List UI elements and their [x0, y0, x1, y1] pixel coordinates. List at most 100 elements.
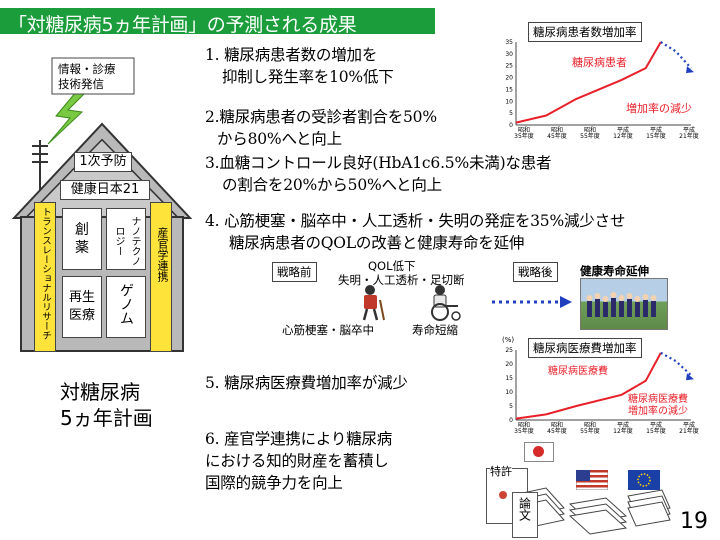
antenna-icon: [32, 57, 135, 190]
item-2-line2: から80%へと向上: [217, 130, 342, 148]
chart-top-title: 糖尿病患者数増加率: [528, 22, 642, 42]
series-line: [515, 352, 662, 420]
paper-stack-icon: [517, 487, 671, 535]
left-caption: 心筋梗塞・脳卒中: [282, 323, 374, 337]
person-cane-icon: [362, 285, 385, 321]
x-tick-label: 15年度: [646, 132, 666, 140]
y-tick-label: 25: [505, 63, 513, 70]
x-tick-label: 45年度: [547, 132, 567, 140]
right-pillar-label: 産官学連携: [156, 227, 169, 282]
x-tick-label: 昭和: [518, 126, 530, 134]
before-strategy-label: 戦略前: [272, 262, 317, 282]
lightning-bolt-icon: [47, 91, 88, 145]
chart-bottom-y-unit: (%): [502, 336, 515, 344]
item-2: 2.糖尿病患者の受診者割合を50% から80%へと向上: [205, 106, 437, 150]
y-tick-label: 10: [505, 389, 513, 396]
x-tick-label: 21年度: [679, 427, 699, 435]
item-6-line1: 6. 産官学連携により糖尿病: [205, 430, 393, 448]
item-2-line1: 2.糖尿病患者の受診者割合を50%: [205, 108, 437, 126]
patent-label: 特許: [490, 463, 512, 479]
x-tick-label: 12年度: [613, 427, 633, 435]
y-tick-label: 30: [505, 51, 513, 58]
x-tick-label: 昭和: [584, 126, 596, 134]
projection-arrowhead: [686, 373, 694, 381]
chart-bottom-series-label: 糖尿病医療費: [548, 366, 608, 377]
y-tick-label: 10: [505, 98, 513, 105]
x-tick-label: 昭和: [551, 126, 563, 134]
left-pillar: トランスレーショナルリサーチ: [34, 202, 56, 352]
x-tick-label: 55年度: [580, 427, 600, 435]
item-3-line1: 3.血糖コントロール良好(HbA1c6.5%未満)な患者: [205, 154, 552, 172]
strategy-arrowhead: [560, 296, 572, 308]
y-tick-label: 0: [509, 122, 513, 129]
y-tick-label: 35: [505, 39, 513, 46]
x-tick-label: 昭和: [584, 421, 596, 429]
x-tick-label: 平成: [650, 126, 662, 134]
item-1: 1. 糖尿病患者数の増加を 抑制し発生率を10%低下: [205, 44, 394, 88]
strategy-illustration: [362, 285, 572, 321]
ribbon-icon: [499, 491, 507, 499]
antenna-label-2: 技術発信: [58, 77, 104, 91]
japan-flag-icon: [524, 442, 554, 462]
house-caption-2: 5ヵ年計画: [60, 406, 153, 430]
chart-bottom-annotation-2: 増加率の減少: [628, 406, 688, 417]
drug-discovery-box: 創 薬: [62, 208, 102, 270]
chart-top-annotation: 増加率の減少: [626, 102, 692, 115]
x-tick-label: 平成: [617, 126, 629, 134]
y-tick-label: 15: [505, 86, 513, 93]
x-tick-label: 平成: [617, 421, 629, 429]
chart-bottom-title: 糖尿病医療費増加率: [528, 338, 642, 358]
projection-arrowhead: [686, 66, 694, 74]
drug-discovery-label: 創 薬: [75, 222, 89, 256]
item-6: 6. 産官学連携により糖尿病 における知的財産を蓄積し 国際的競争力を向上: [205, 428, 392, 494]
x-tick-label: 21年度: [679, 132, 699, 140]
x-tick-label: 45年度: [547, 427, 567, 435]
x-tick-label: 12年度: [613, 132, 633, 140]
regenerative-box: 再生 医療: [62, 276, 102, 338]
x-tick-label: 15年度: [646, 427, 666, 435]
item-1-line2: 抑制し発生率を10%低下: [222, 68, 394, 86]
x-tick-label: 昭和: [551, 421, 563, 429]
title-banner: [0, 8, 435, 34]
healthy-group-photo: [580, 278, 668, 330]
x-tick-label: 35年度: [514, 427, 534, 435]
house-diagram: 情報・診療 技術発信 1次予防 健康日本21 トランスレーショナルリサーチ 産官…: [0, 40, 200, 370]
item-6-line3: 国際的競争力を向上: [205, 474, 343, 492]
y-tick-label: 0: [509, 417, 513, 424]
item-3-line2: の割合を20%から50%へと向上: [222, 176, 442, 194]
nanotech-label: ナノテクノロジー: [113, 216, 140, 266]
nanotech-box: ナノテクノロジー: [106, 208, 146, 270]
x-tick-label: 平成: [683, 421, 695, 429]
after-strategy-label: 戦略後: [513, 262, 558, 282]
group-people-icon: [586, 292, 657, 317]
item-5: 5. 糖尿病医療費増加率が減少: [205, 372, 408, 394]
chart-bottom-plot: 0510152025昭和35年度昭和45年度昭和55年度平成12年度平成15年度…: [505, 347, 699, 435]
right-caption: 寿命短縮: [412, 323, 458, 337]
left-pillar-label: トランスレーショナルリサーチ: [40, 207, 51, 340]
complications-label: 失明・人工透析・足切断: [338, 273, 465, 287]
y-tick-label: 15: [505, 375, 513, 382]
x-tick-label: 平成: [650, 421, 662, 429]
roof-label: 1次予防: [74, 152, 132, 172]
antenna-label-1: 情報・診療: [58, 62, 116, 76]
chart-top-series-label: 糖尿病患者: [572, 56, 627, 69]
right-pillar: 産官学連携: [150, 202, 172, 352]
item-1-line1: 1. 糖尿病患者数の増加を: [205, 46, 378, 64]
chart-bottom-annotation-1: 糖尿病医療費: [628, 394, 688, 405]
y-tick-label: 20: [505, 361, 513, 368]
house-caption-1: 対糖尿病: [60, 380, 140, 404]
item-4-line1: 4. 心筋梗塞・脳卒中・人工透析・失明の発症を35%減少させ: [205, 212, 626, 230]
projection-line: [660, 351, 692, 377]
page-title: 「対糖尿病5ヵ年計画」の予測される成果: [8, 14, 357, 36]
x-tick-label: 平成: [683, 126, 695, 134]
item-4-line2: 糖尿病患者のQOLの改善と健康寿命を延伸: [229, 234, 525, 252]
x-tick-label: 55年度: [580, 132, 600, 140]
y-tick-label: 20: [505, 75, 513, 82]
x-tick-label: 35年度: [514, 132, 534, 140]
us-flag-icon: [576, 470, 608, 490]
item-4: 4. 心筋梗塞・脳卒中・人工透析・失明の発症を35%減少させ 糖尿病患者のQOL…: [205, 210, 625, 254]
item-5-line1: 5. 糖尿病医療費増加率が減少: [205, 374, 408, 392]
paper-label: 論文: [517, 497, 532, 521]
after-caption: 健康寿命延伸: [580, 264, 649, 278]
